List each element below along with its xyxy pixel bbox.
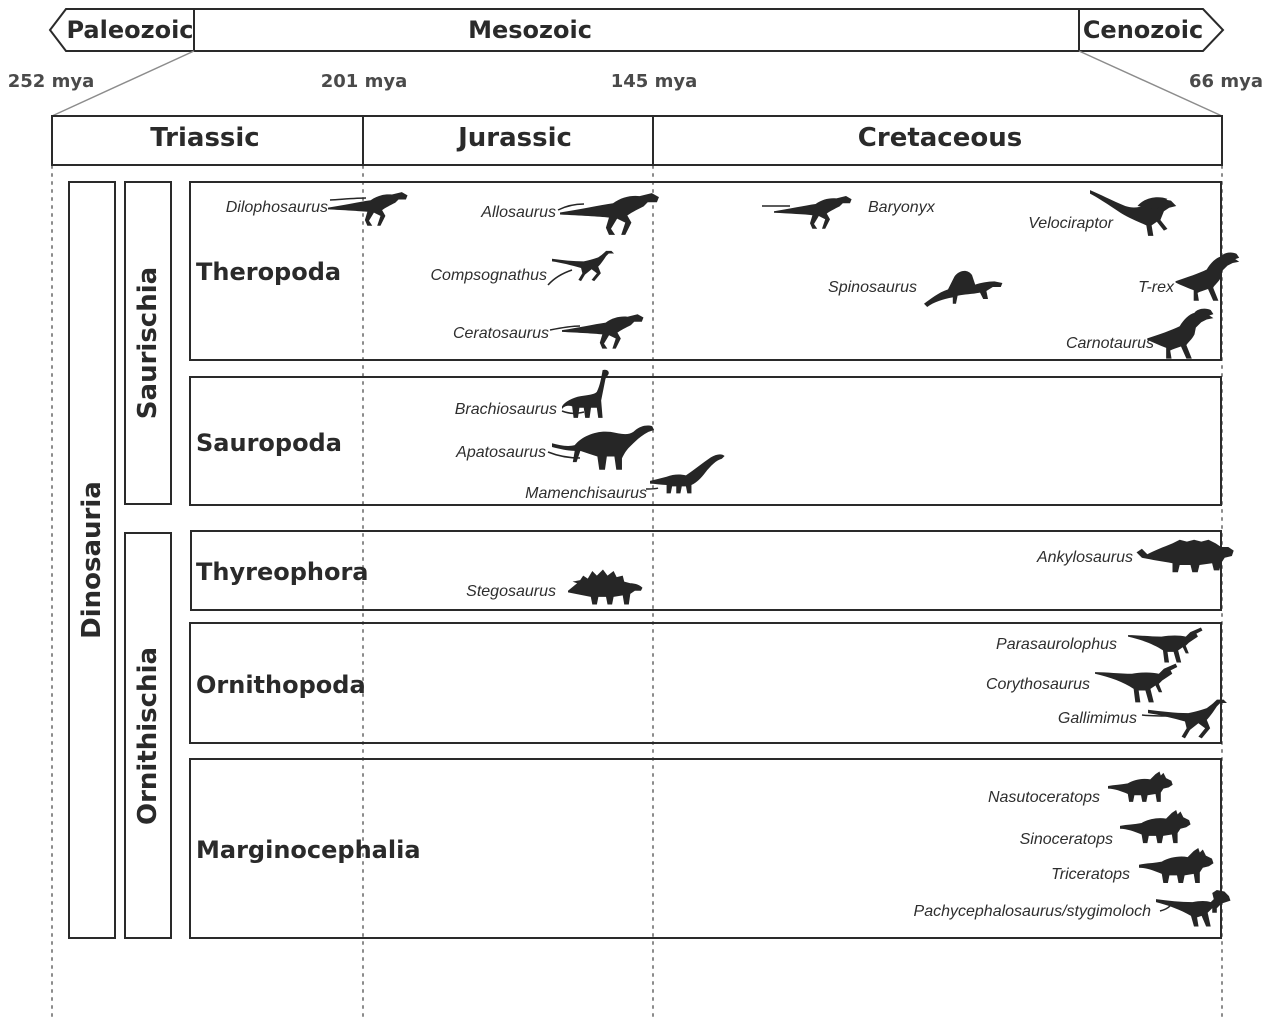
velociraptor-label: Velociraptor — [1028, 216, 1113, 232]
compsognathus-silhouette — [552, 251, 614, 281]
sauropoda-box — [190, 377, 1221, 505]
triceratops-silhouette — [1139, 848, 1213, 883]
corythosaurus-silhouette — [1095, 664, 1177, 703]
ornithischia-label: Ornithischia — [135, 647, 161, 825]
ankylosaurus-label: Ankylosaurus — [1037, 550, 1133, 566]
dinosauria-label: Dinosauria — [79, 481, 105, 639]
ceratosaurus-label: Ceratosaurus — [453, 326, 549, 342]
trex-label: T-rex — [1138, 280, 1174, 296]
thyreophora-label: Thyreophora — [196, 560, 369, 584]
sinoceratops-label: Sinoceratops — [1020, 832, 1113, 848]
parasaurolophus-silhouette — [1128, 628, 1202, 663]
stegosaurus-label: Stegosaurus — [466, 584, 556, 600]
era-mesozoic-label: Mesozoic — [468, 18, 592, 42]
carnotaurus-label: Carnotaurus — [1066, 336, 1154, 352]
age-201-label: 201 mya — [321, 73, 407, 91]
era-mesozoic-box — [194, 9, 1079, 51]
pachycephalosaurus-label: Pachycephalosaurus/stygimoloch — [914, 904, 1151, 920]
saurischia-label: Saurischia — [135, 267, 161, 419]
sauropoda-label: Sauropoda — [196, 431, 342, 455]
mamenchisaurus-label: Mamenchisaurus — [525, 486, 647, 502]
time-guides — [52, 166, 1222, 1018]
baryonyx-label: Baryonyx — [868, 200, 935, 216]
trex-silhouette — [1176, 253, 1240, 301]
ornithopoda-label: Ornithopoda — [196, 673, 366, 697]
period-triassic-label: Triassic — [150, 125, 259, 151]
carnotaurus-silhouette — [1147, 309, 1213, 359]
era-bar — [50, 9, 1223, 51]
theropoda-label: Theropoda — [196, 260, 341, 284]
era-paleozoic-label: Paleozoic — [66, 18, 193, 42]
period-jurassic-label: Jurassic — [458, 125, 572, 151]
allosaurus-label: Allosaurus — [481, 205, 556, 221]
stegosaurus-silhouette — [568, 570, 642, 605]
ceratosaurus-silhouette — [562, 314, 643, 348]
age-66-label: 66 mya — [1189, 73, 1263, 91]
ankylosaurus-silhouette — [1137, 540, 1234, 572]
gallimimus-label: Gallimimus — [1058, 711, 1137, 727]
nasutoceratops-silhouette — [1108, 772, 1173, 802]
period-cretaceous-label: Cretaceous — [858, 125, 1022, 151]
baryonyx-silhouette — [774, 196, 852, 229]
sinoceratops-silhouette — [1120, 810, 1191, 843]
spinosaurus-silhouette — [924, 271, 1002, 307]
apatosaurus-silhouette — [552, 426, 654, 470]
age-252-label: 252 mya — [8, 73, 94, 91]
triceratops-label: Triceratops — [1051, 867, 1130, 883]
gallimimus-silhouette — [1148, 700, 1227, 739]
spinosaurus-label: Spinosaurus — [828, 280, 917, 296]
era-cenozoic-label: Cenozoic — [1083, 18, 1203, 42]
age-145-label: 145 mya — [611, 73, 697, 91]
parasaurolophus-label: Parasaurolophus — [996, 637, 1117, 653]
compsognathus-label: Compsognathus — [430, 268, 547, 284]
marginocephalia-label: Marginocephalia — [196, 838, 421, 862]
nasutoceratops-label: Nasutoceratops — [988, 790, 1100, 806]
allosaurus-silhouette — [560, 193, 659, 235]
dilophosaurus-label: Dilophosaurus — [226, 200, 328, 216]
apatosaurus-label: Apatosaurus — [456, 445, 546, 461]
dilophosaurus-silhouette — [328, 192, 408, 226]
mamenchisaurus-silhouette — [650, 454, 725, 493]
brachiosaurus-label: Brachiosaurus — [455, 402, 557, 418]
corythosaurus-label: Corythosaurus — [986, 677, 1090, 693]
